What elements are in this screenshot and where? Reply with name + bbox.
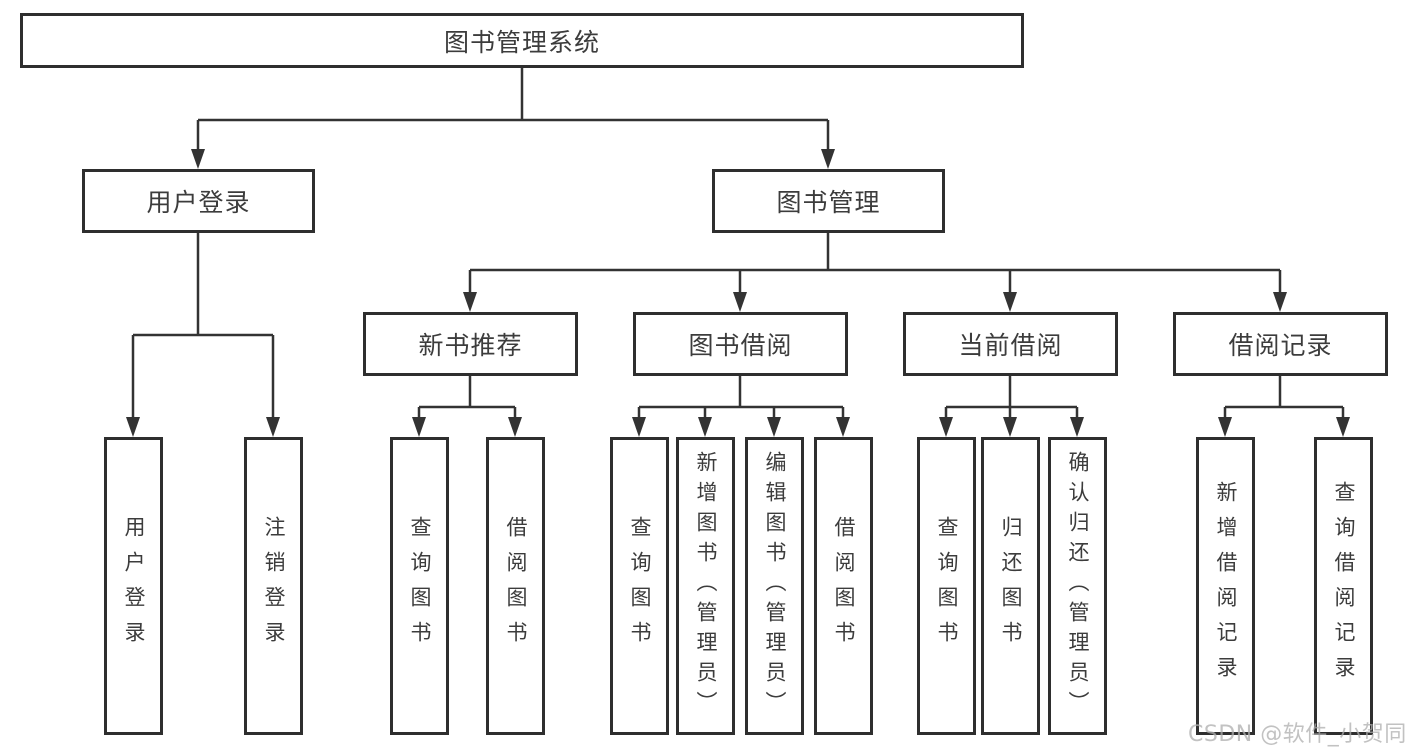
leaf-label: 查询图书 — [408, 516, 432, 656]
leaf-borrow-add-books-admin: 新增图书（管理员） — [676, 437, 735, 735]
leaf-recommend-query-books: 查询图书 — [390, 437, 449, 735]
leaf-label: 借阅图书 — [832, 516, 856, 656]
leaf-label: 查询图书 — [628, 516, 652, 656]
node-book-borrowing: 图书借阅 — [633, 312, 848, 376]
leaf-borrow-borrow-books: 借阅图书 — [814, 437, 873, 735]
leaf-label: 查询图书 — [935, 516, 959, 656]
leaf-logout-login: 注销登录 — [244, 437, 303, 735]
leaf-label: 注销登录 — [262, 516, 286, 656]
node-book-management: 图书管理 — [712, 169, 945, 233]
leaf-current-return-books: 归还图书 — [981, 437, 1040, 735]
leaf-label: 新增图书（管理员） — [694, 451, 718, 721]
leaf-records-query-borrow-record: 查询借阅记录 — [1314, 437, 1373, 735]
arrowheads — [126, 149, 1350, 437]
leaf-borrow-edit-books-admin: 编辑图书（管理员） — [745, 437, 804, 735]
leaf-label: 确认归还（管理员） — [1066, 451, 1090, 721]
leaf-label: 用户登录 — [122, 516, 146, 656]
leaf-recommend-borrow-books: 借阅图书 — [486, 437, 545, 735]
node-current-borrowing: 当前借阅 — [903, 312, 1118, 376]
node-library-management-system: 图书管理系统 — [20, 13, 1024, 68]
leaf-label: 编辑图书（管理员） — [763, 451, 787, 721]
leaf-current-confirm-return-admin: 确认归还（管理员） — [1048, 437, 1107, 735]
leaf-label: 归还图书 — [999, 516, 1023, 656]
leaf-records-add-borrow-record: 新增借阅记录 — [1196, 437, 1255, 735]
csdn-watermark: CSDN @软件_小贺同学 — [1188, 722, 1405, 747]
node-borrowing-records: 借阅记录 — [1173, 312, 1388, 376]
leaf-label: 新增借阅记录 — [1214, 481, 1238, 691]
leaf-user-login: 用户登录 — [104, 437, 163, 735]
leaf-current-query-books: 查询图书 — [917, 437, 976, 735]
leaf-label: 查询借阅记录 — [1332, 481, 1356, 691]
leaf-borrow-query-books: 查询图书 — [610, 437, 669, 735]
leaf-label: 借阅图书 — [504, 516, 528, 656]
node-user-login: 用户登录 — [82, 169, 315, 233]
node-new-book-recommendation: 新书推荐 — [363, 312, 578, 376]
